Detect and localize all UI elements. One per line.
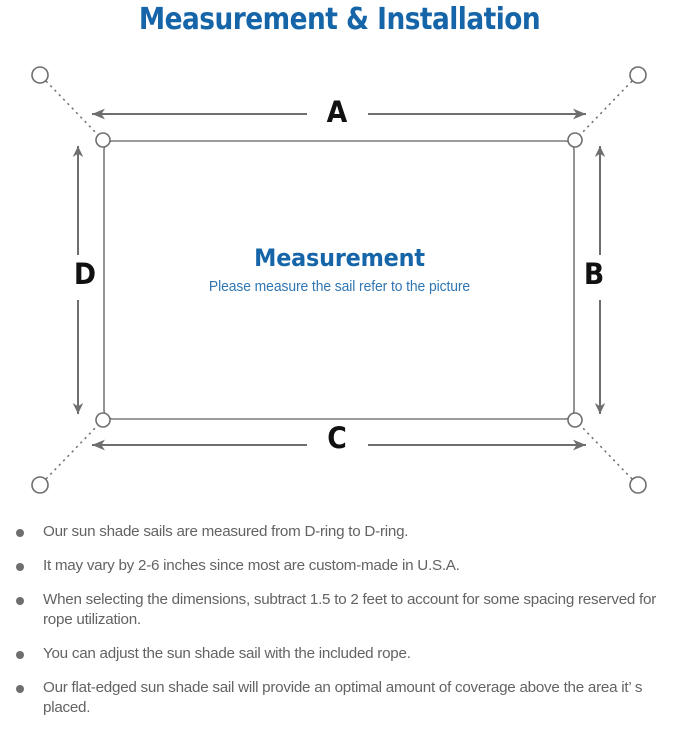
d-ring-bottom-left — [95, 412, 111, 428]
notes-list: Our sun shade sails are measured from D-… — [0, 522, 679, 718]
note-text: You can adjust the sun shade sail with t… — [43, 645, 411, 662]
dimension-label-c: C — [327, 421, 347, 455]
anchor-point-bottom-left — [31, 476, 49, 494]
rope-line-top-left — [45, 80, 100, 137]
dimension-label-d: D — [73, 257, 97, 291]
anchor-point-top-left — [31, 66, 49, 84]
d-ring-top-right — [567, 132, 583, 148]
list-item: You can adjust the sun shade sail with t… — [14, 644, 665, 664]
d-ring-bottom-right — [567, 412, 583, 428]
note-text: Our sun shade sails are measured from D-… — [43, 523, 409, 540]
sail-center-heading: Measurement — [254, 244, 425, 272]
sail-center-subtext: Please measure the sail refer to the pic… — [208, 279, 471, 295]
bullet-icon — [16, 685, 24, 693]
measurement-diagram — [31, 66, 647, 494]
rope-line-top-right — [578, 80, 633, 137]
rope-line-bottom-left — [45, 423, 100, 480]
anchor-point-bottom-right — [629, 476, 647, 494]
list-item: It may vary by 2-6 inches since most are… — [14, 556, 665, 576]
list-item: Our flat-edged sun shade sail will provi… — [14, 678, 665, 718]
bullet-icon — [16, 529, 24, 537]
note-text: Our flat-edged sun shade sail will provi… — [43, 679, 643, 716]
bullet-icon — [16, 651, 24, 659]
anchor-point-top-right — [629, 66, 647, 84]
dimension-label-b: B — [583, 257, 605, 291]
dimension-label-a: A — [326, 95, 348, 129]
note-text: It may vary by 2-6 inches since most are… — [43, 557, 460, 574]
list-item: When selecting the dimensions, subtract … — [14, 590, 665, 630]
sail-rectangle — [103, 140, 575, 420]
rope-line-bottom-right — [578, 423, 633, 480]
bullet-icon — [16, 597, 24, 605]
page-title: Measurement & Installation — [138, 2, 541, 37]
list-item: Our sun shade sails are measured from D-… — [14, 522, 665, 542]
note-text: When selecting the dimensions, subtract … — [43, 591, 657, 628]
bullet-icon — [16, 563, 24, 571]
d-ring-top-left — [95, 132, 111, 148]
